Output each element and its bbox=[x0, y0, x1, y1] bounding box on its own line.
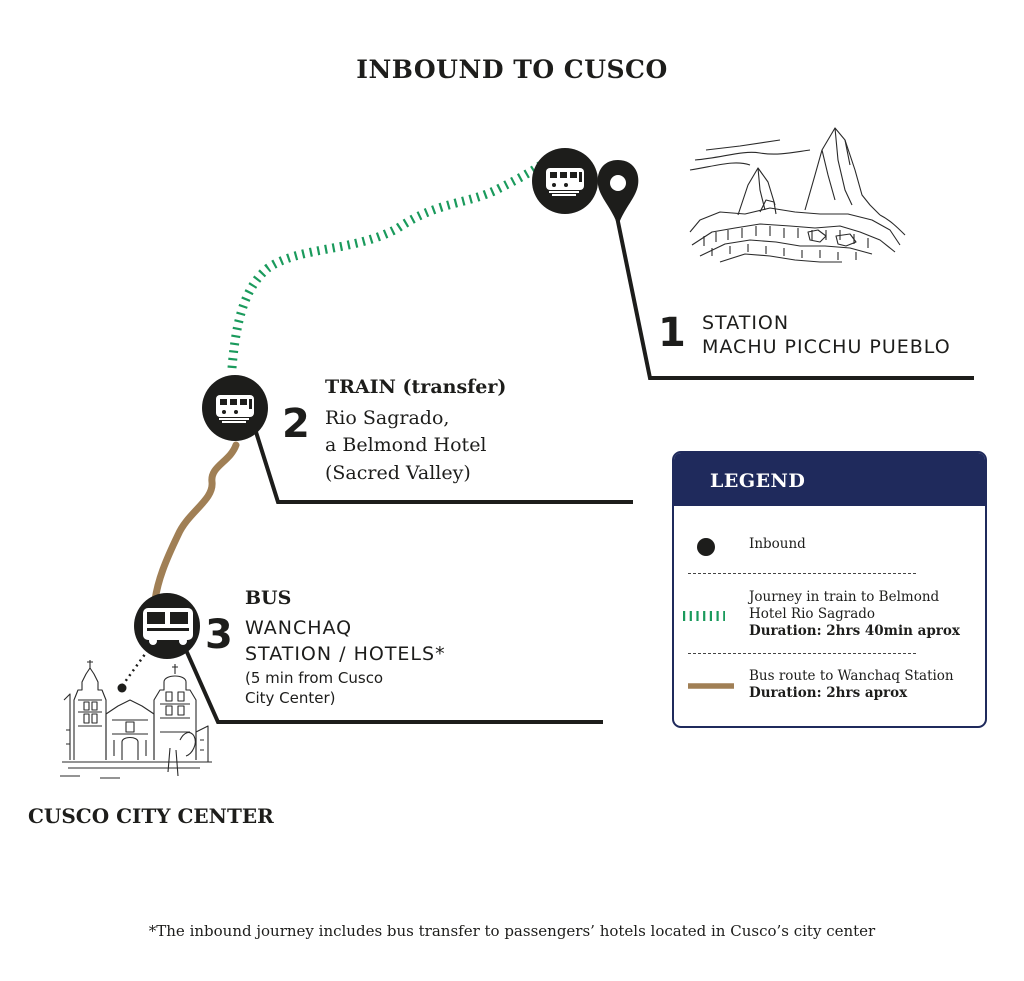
stop-3-note-2: City Center) bbox=[245, 689, 336, 707]
stop-number-2: 2 bbox=[282, 401, 310, 447]
train-icon bbox=[532, 148, 598, 214]
legend-divider bbox=[688, 573, 916, 574]
legend-label-train-1: Journey in train to Belmond bbox=[749, 589, 940, 605]
map-title: INBOUND TO CUSCO bbox=[356, 55, 668, 84]
legend-divider bbox=[688, 653, 916, 654]
stop-1-line-2: MACHU PICCHU PUEBLO bbox=[702, 336, 951, 358]
train-icon bbox=[202, 375, 268, 441]
stop-number-3: 3 bbox=[205, 612, 233, 658]
leader-line-stop-3 bbox=[184, 649, 603, 724]
bus-icon bbox=[134, 593, 200, 659]
leader-line-stop-1 bbox=[614, 211, 974, 380]
train-route-line bbox=[227, 156, 551, 369]
brown-line-icon bbox=[688, 683, 734, 689]
stop-3-heading: BUS bbox=[245, 587, 292, 609]
legend-title: LEGEND bbox=[674, 453, 985, 506]
stop-2-line-2: a Belmond Hotel bbox=[325, 434, 487, 456]
cusco-cathedral-illustration bbox=[60, 660, 212, 779]
black-dot-icon bbox=[697, 538, 715, 556]
city-connector bbox=[120, 649, 150, 687]
stop-2-heading: TRAIN (transfer) bbox=[325, 376, 507, 398]
legend-panel: LEGEND Inbound Journey in train to Belmo… bbox=[672, 451, 987, 728]
legend-label-inbound: Inbound bbox=[749, 536, 806, 552]
stop-2-line-3: (Sacred Valley) bbox=[325, 462, 471, 484]
legend-label-bus: Bus route to Wanchaq Station bbox=[749, 668, 954, 684]
leader-line-stop-2 bbox=[254, 431, 633, 504]
legend-duration-bus: Duration: 2hrs aprox bbox=[749, 685, 908, 701]
stop-1-line-1: STATION bbox=[702, 312, 790, 334]
stop-3-note-1: (5 min from Cusco bbox=[245, 669, 384, 687]
bus-route-line bbox=[151, 441, 240, 604]
location-pin-icon bbox=[597, 160, 639, 226]
footnote: *The inbound journey includes bus transf… bbox=[148, 922, 876, 940]
stop-number-1: 1 bbox=[658, 310, 686, 356]
stop-3-line-1: WANCHAQ bbox=[245, 617, 353, 639]
green-dashed-line-icon bbox=[683, 611, 725, 621]
machu-picchu-illustration bbox=[689, 127, 906, 263]
legend-duration-train: Duration: 2hrs 40min aprox bbox=[749, 623, 960, 639]
stop-2-line-1: Rio Sagrado, bbox=[325, 407, 450, 429]
legend-label-train-2: Hotel Rio Sagrado bbox=[749, 606, 876, 622]
city-center-label: CUSCO CITY CENTER bbox=[28, 804, 274, 828]
stop-3-line-2: STATION / HOTELS* bbox=[245, 643, 446, 665]
